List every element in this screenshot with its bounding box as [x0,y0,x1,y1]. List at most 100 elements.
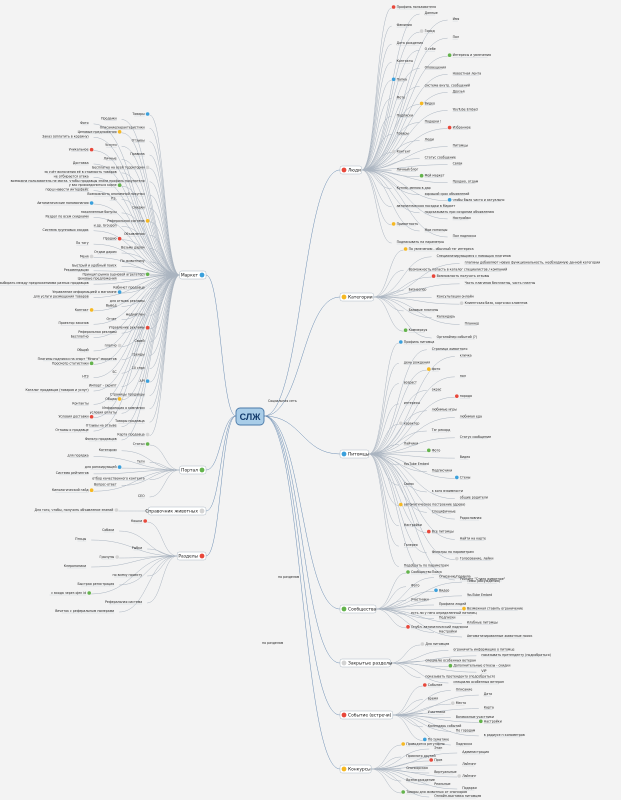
topic-node[interactable]: Возможность получать отзывы [431,274,490,279]
topic-node[interactable]: Информация о компании [102,406,145,410]
topic-node[interactable]: Доставка [73,161,89,166]
topic-node[interactable]: Общий [77,348,89,353]
topic-node[interactable]: API [139,379,150,384]
topic-node[interactable]: Все питомцы [427,530,454,534]
topic-node[interactable]: SC [112,370,117,375]
topic-node[interactable]: Сообщество [406,570,432,575]
topic-node[interactable]: Заказ (оплатить в корзину) [42,134,89,139]
topic-node[interactable]: по всему проекту [113,573,143,578]
topic-node[interactable]: Отчет [107,317,117,321]
topic-node[interactable]: для порядка [67,454,89,458]
topic-node[interactable]: Плагины подписки на спорт "Много" маркет… [38,357,117,362]
category-node[interactable]: Сообщества [339,604,377,614]
topic-node[interactable]: возраст [403,381,417,385]
topic-node[interactable]: Описание [455,688,473,692]
topic-node[interactable]: Контакты [396,59,414,64]
topic-node[interactable]: Календарь [436,315,455,319]
topic-node[interactable]: Данные [424,11,438,16]
category-node[interactable]: Люди [339,165,362,175]
topic-node[interactable]: порш навести интерфейс [46,188,89,192]
topic-node[interactable]: Поиск [431,570,442,575]
topic-node[interactable]: Возможные участники [455,715,494,719]
topic-node[interactable]: Карта продавца [117,433,150,437]
topic-node[interactable]: Товары [131,112,150,117]
topic-node[interactable]: Управление информацией о магазине [52,290,122,295]
topic-node[interactable]: Ценовые предложения [78,277,117,281]
topic-node[interactable]: день рождения [403,360,430,365]
topic-node[interactable]: По животному [120,259,145,264]
topic-node[interactable]: Питомцы [452,144,469,148]
topic-node[interactable]: Связи [403,482,414,487]
topic-node[interactable]: Приз [429,758,443,763]
topic-node[interactable]: Рейтинг "Стиля животное" [459,577,506,582]
topic-node[interactable]: Товары для животных от спонсоров [401,790,467,795]
topic-node[interactable]: Для того, чтобы, получить объявление зна… [35,508,119,513]
topic-node[interactable]: Стены [455,475,471,480]
category-node[interactable]: Конкурсы [339,764,372,774]
topic-node[interactable]: Найти на карте [459,536,486,541]
topic-node[interactable]: Профиль пользователя [391,5,436,10]
topic-node[interactable]: Подписки [439,616,455,620]
topic-node[interactable]: ограничить информацию о питомце [453,647,515,652]
topic-node[interactable]: Своей [135,339,145,344]
topic-node[interactable]: Дополнительные отказы - скидки [448,664,511,668]
topic-node[interactable]: По тагу [76,241,89,246]
topic-node[interactable]: Профиль питомца [399,340,434,345]
topic-node[interactable]: любимая еда [459,414,482,419]
topic-node[interactable]: Правила [130,152,145,157]
topic-node[interactable]: Администрация [462,750,489,755]
topic-node[interactable]: Бизнеспор [408,288,427,292]
topic-node[interactable]: Базовые плагины [408,308,439,313]
topic-node[interactable]: Принцип рынка (ценовой агрегатор) [83,272,150,277]
topic-node[interactable]: отбор качественного контента [92,477,145,481]
topic-node[interactable]: Фамилия [396,23,412,28]
topic-node[interactable]: Лайтинг [462,762,477,767]
topic-node[interactable]: и др. Groupon [94,223,117,228]
category-node[interactable]: Справочник животных [145,506,207,516]
topic-node[interactable]: Возможность анонимной покупки [87,192,145,197]
topic-node[interactable]: Отзывы [132,139,145,143]
category-node[interactable]: Маркет [179,270,207,280]
topic-node[interactable]: для услуги размещения товаров [34,295,89,299]
topic-node[interactable]: Мой маркет [419,174,445,178]
topic-node[interactable]: Событие [423,683,442,688]
topic-node[interactable]: Отдам даром [94,250,117,255]
topic-node[interactable]: за счёт включения её в стоимость товаров [44,170,117,175]
topic-node[interactable]: Клиентская база, карточки клиентов [459,301,528,306]
topic-node[interactable]: Фото [396,95,406,100]
topic-node[interactable]: Контакт [75,308,94,313]
topic-node[interactable]: Кинологический гайд [52,488,94,493]
topic-node[interactable]: Видео [434,588,449,593]
topic-node[interactable]: НТЗ [82,375,89,379]
topic-node[interactable]: общие родители [459,496,488,500]
topic-node[interactable]: Возможность попасть в каталог специалист… [408,267,508,272]
topic-node[interactable]: тренды [132,352,145,357]
topic-node[interactable]: Избранное [447,126,471,130]
topic-node[interactable]: Друзья [452,89,465,94]
topic-node[interactable]: CEO [138,494,145,499]
topic-node[interactable]: показывать претенденту (подсобраться) [425,675,495,679]
topic-node[interactable]: Страницы продавцы [110,392,145,397]
topic-node[interactable]: Автоматизированные животные поиск [467,634,532,639]
topic-node[interactable]: Тэг рекорд [431,428,451,433]
topic-node[interactable]: Интересы и увлечения [447,53,491,58]
topic-node[interactable]: Импорт - скрипт [89,384,117,388]
topic-node[interactable]: Продажи [101,116,117,121]
topic-node[interactable]: Голосование, лайки [455,557,493,561]
topic-node[interactable]: Подписка [455,742,472,747]
topic-node[interactable]: Контент [391,150,411,154]
topic-node[interactable]: Участники [411,597,429,602]
category-node[interactable]: Питомцы [339,449,370,459]
topic-node[interactable]: Грызуны [100,555,119,560]
topic-node[interactable]: О себе [424,47,436,52]
topic-node[interactable]: Подписчики [431,469,452,473]
topic-node[interactable]: время [427,697,438,701]
topic-node[interactable]: Реферальная система [107,219,150,223]
topic-node[interactable]: в радиусе п километров [483,733,525,738]
topic-node[interactable]: Быстрый и удобный поиск [72,263,117,268]
topic-node[interactable]: Участники [427,710,446,715]
topic-node[interactable]: Темы (обсуждения) [466,579,500,584]
topic-node[interactable]: Проводятся регулярно [401,742,445,747]
topic-node[interactable]: Пол подписка [452,234,476,239]
topic-node[interactable]: Услуги [105,143,117,148]
